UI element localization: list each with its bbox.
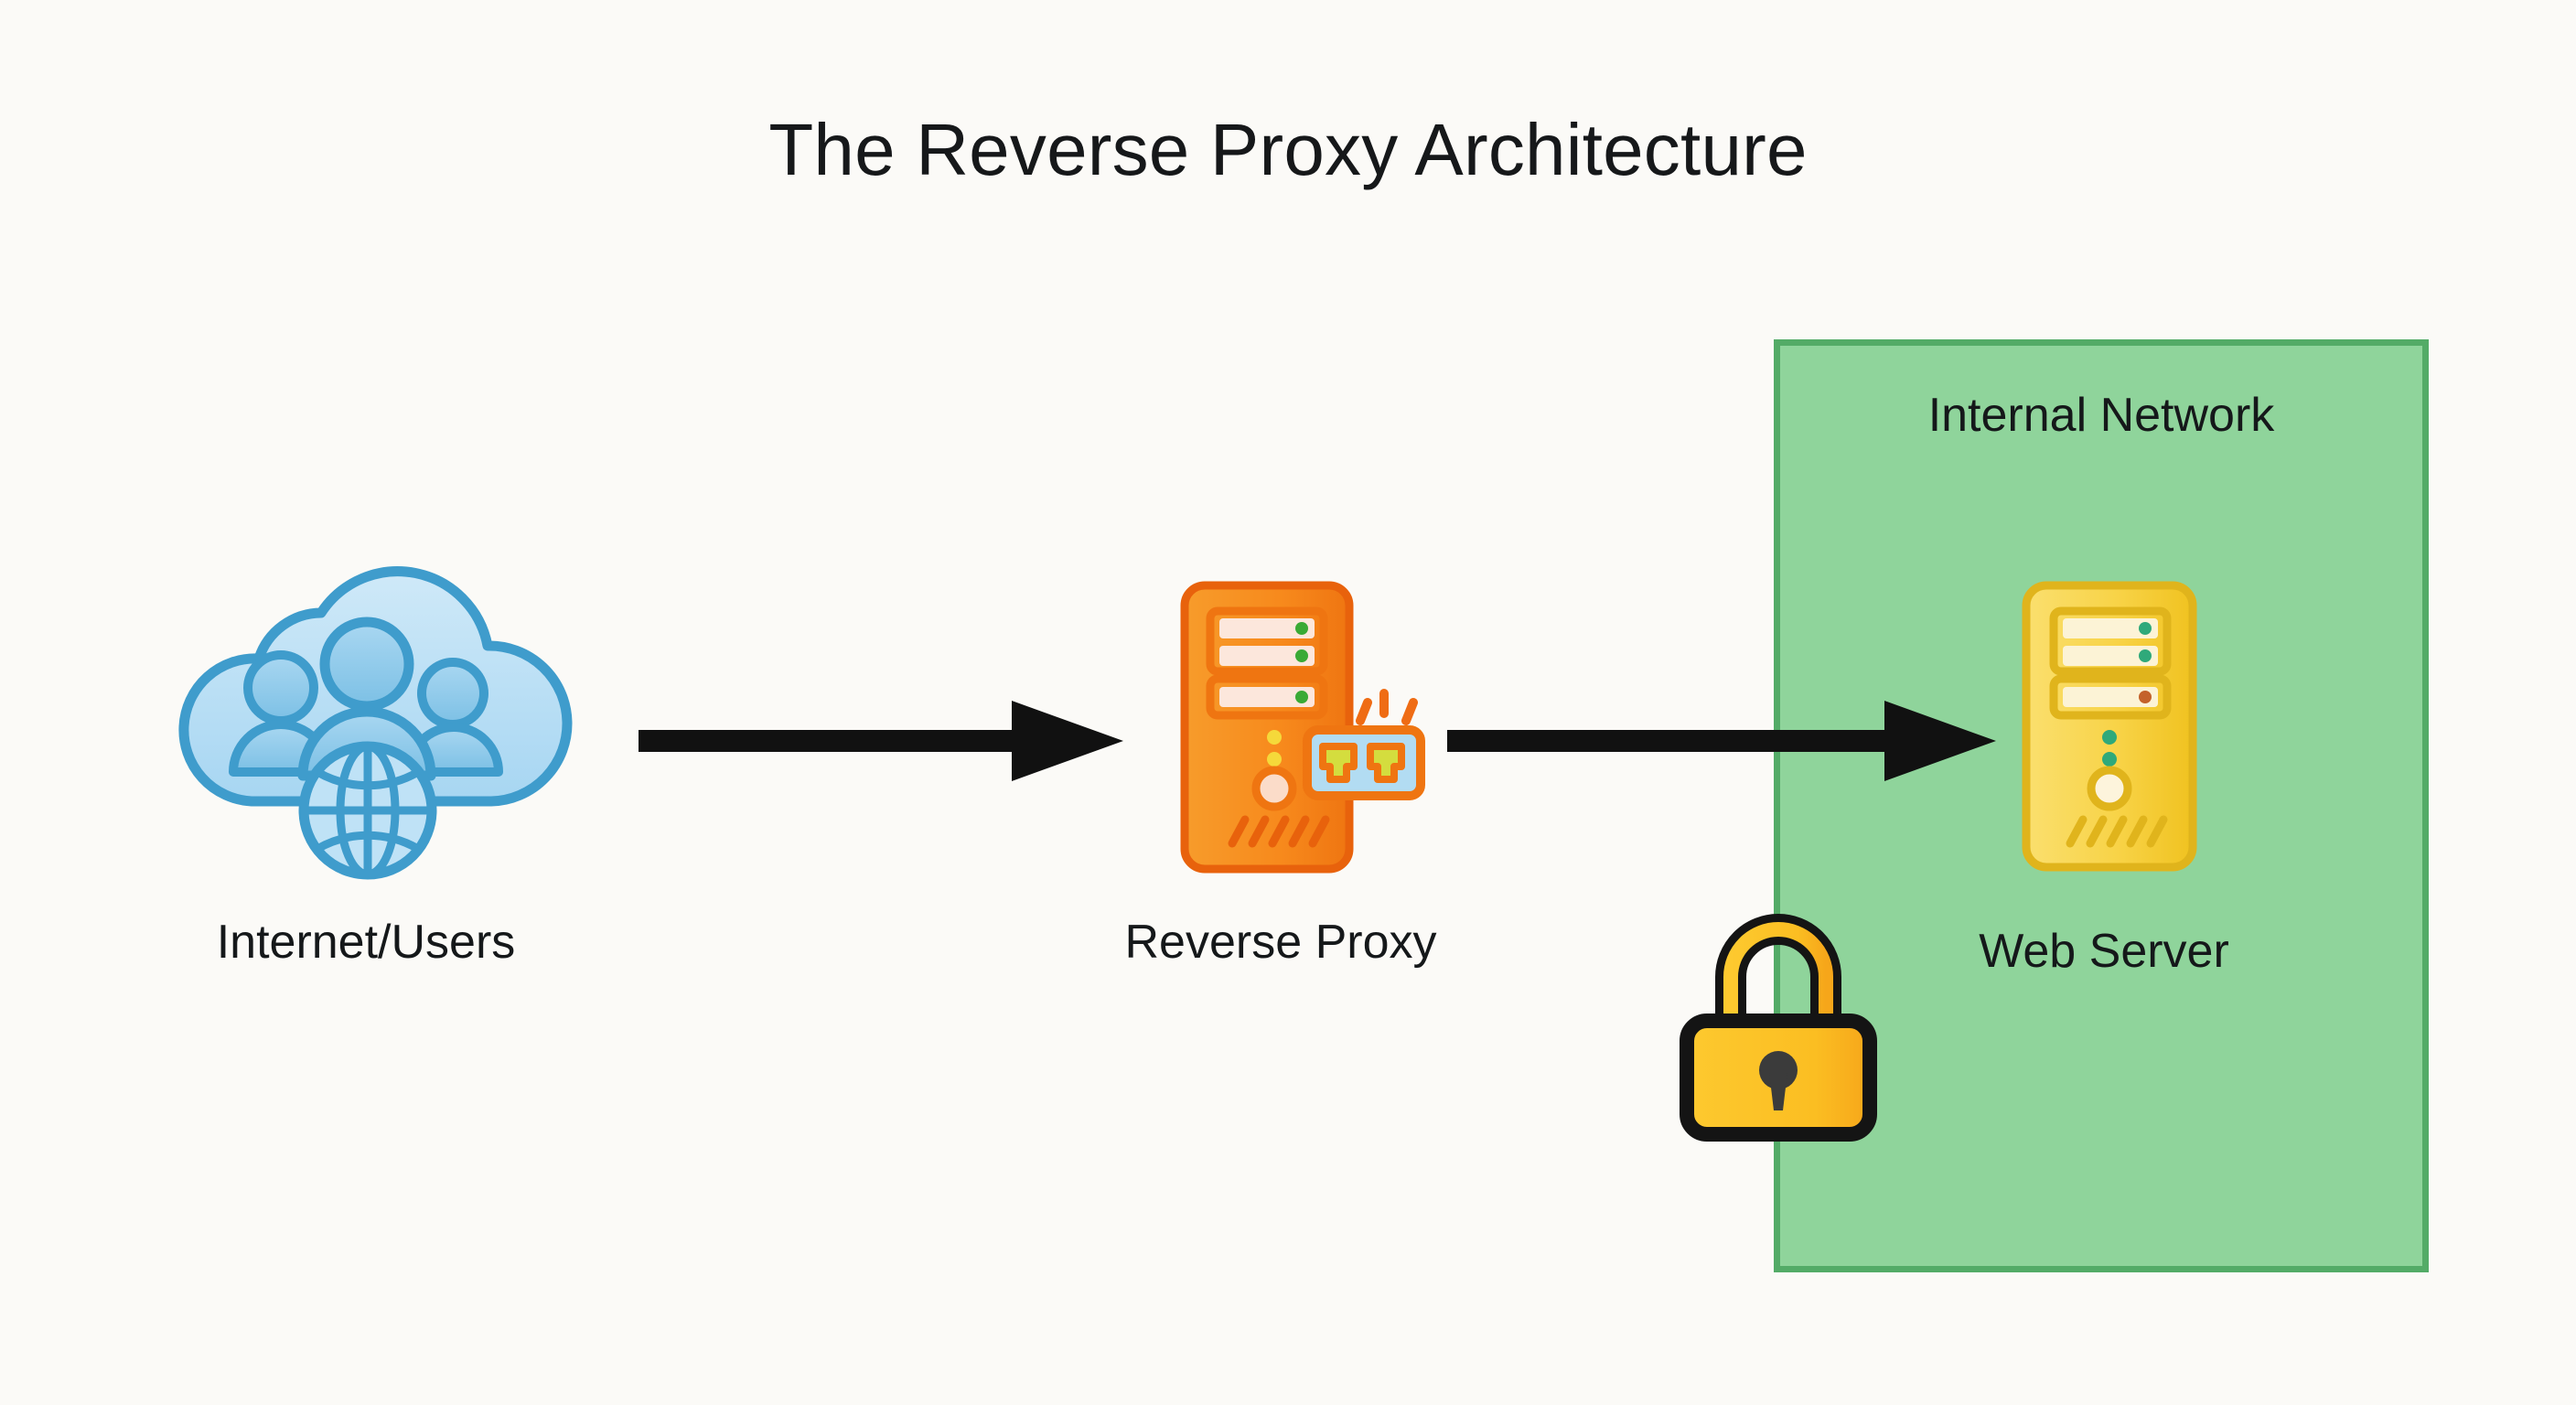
internal-network-label: Internal Network — [1927, 389, 2275, 442]
arrow-internet-to-proxy — [639, 701, 1123, 781]
node-label-internet-users: Internet/Users — [216, 916, 516, 969]
server-tower-icon-webserver — [2022, 581, 2197, 872]
padlock-icon — [1680, 914, 1877, 1142]
node-label-reverse-proxy: Reverse Proxy — [1124, 916, 1437, 969]
cloud-users-globe-icon — [178, 566, 573, 880]
page-title: The Reverse Proxy Architecture — [768, 109, 1808, 190]
node-label-web-server: Web Server — [1979, 925, 2229, 978]
arrow-proxy-to-webserver — [1447, 701, 1996, 781]
server-tower-icon-proxy — [1180, 581, 1425, 874]
